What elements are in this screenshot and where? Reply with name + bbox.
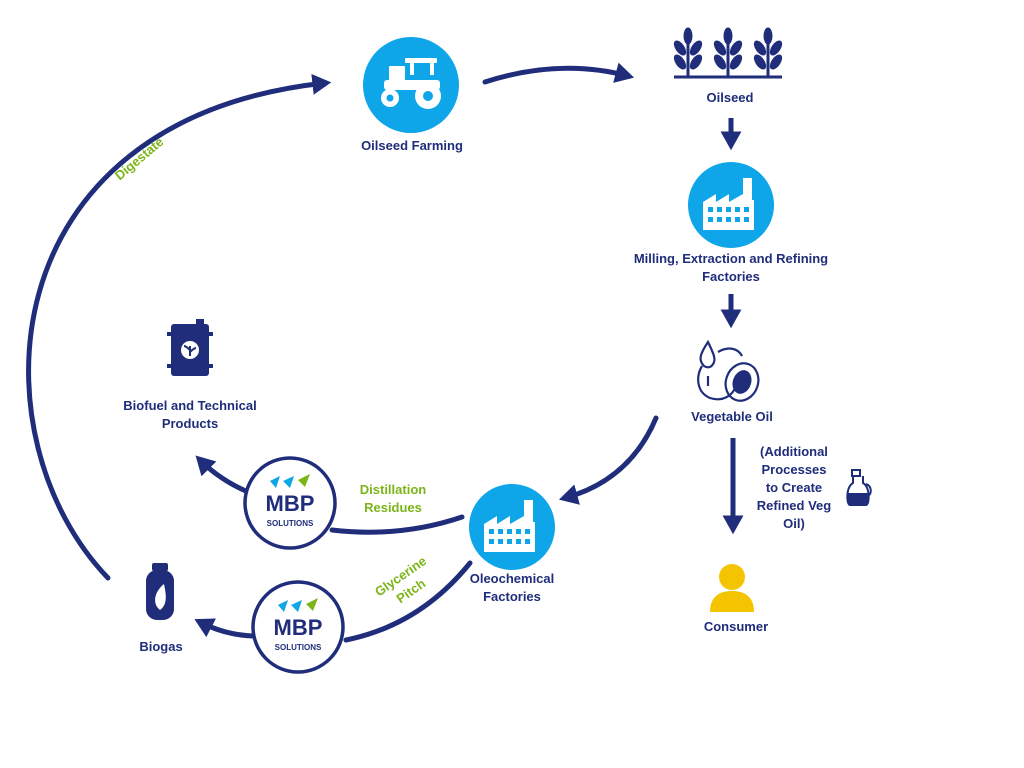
mbp-logo-badge: MBP SOLUTIONS: [243, 456, 337, 550]
edge-label-digestate: Digestate: [112, 134, 166, 183]
edge-label-distillation: Distillation Residues: [359, 482, 427, 515]
factory-icon: [469, 484, 555, 570]
arrow-mbp-to-biogas: [194, 618, 256, 639]
mbp-logo-badge: MBP SOLUTIONS: [251, 580, 345, 674]
node-label-farming: Oilseed Farming: [361, 138, 463, 153]
oil-drops-fruit-icon: [697, 339, 760, 402]
arrow-farming-to-oilseed: [482, 62, 635, 85]
mbp-sub: SOLUTIONS: [275, 643, 322, 652]
arrow-oleo-to-mbp-top: [329, 514, 465, 535]
mbp-name: MBP: [274, 615, 323, 640]
node-label-vegoil: Vegetable Oil: [691, 409, 773, 424]
fuel-barrel-icon: [167, 319, 213, 376]
oil-bottle-icon: [846, 469, 872, 506]
node-label-additional: (Additional Processes to Create Refined …: [756, 444, 832, 531]
mbp-name: MBP: [266, 491, 315, 516]
node-label-biofuel: Biofuel and Technical Products: [123, 398, 257, 431]
mbp-sub: SOLUTIONS: [267, 519, 314, 528]
arrow-vegoil-to-oleo: [558, 415, 659, 505]
arrow-mbp-to-biofuel: [195, 455, 251, 495]
node-label-oilseed: Oilseed: [706, 90, 754, 105]
arrow-biogas-to-farming: [26, 73, 332, 581]
node-label-biogas: Biogas: [139, 639, 183, 654]
node-label-oleo: Oleochemical Factories: [469, 571, 555, 604]
node-label-milling: Milling, Extraction and Refining Factori…: [633, 251, 829, 284]
person-icon: [710, 564, 754, 612]
tractor-icon: [363, 37, 459, 133]
arrow-oleo-to-mbp-bottom: [343, 560, 473, 643]
node-label-consumer: Consumer: [703, 619, 769, 634]
wheat-plants-icon: [673, 27, 783, 79]
factory-icon: [688, 162, 774, 248]
gas-cylinder-icon: [146, 563, 174, 620]
